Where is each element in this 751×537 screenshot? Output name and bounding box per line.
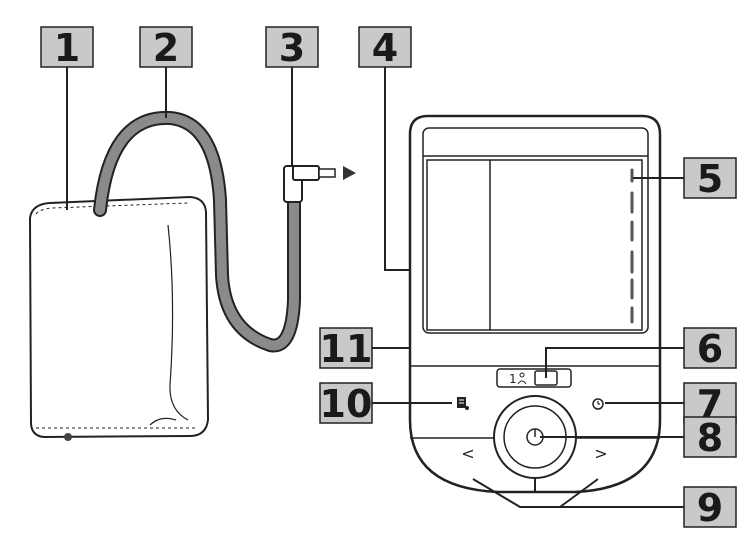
callout-4: 4 <box>358 26 412 70</box>
cuff-clip <box>64 433 72 441</box>
monitor-body: 1 ⏻ < > <box>408 114 662 494</box>
cuff <box>28 195 210 441</box>
user-switch[interactable]: 1 <box>496 368 572 388</box>
callout-3-label: 3 <box>279 26 305 70</box>
air-connector-plug <box>283 165 356 203</box>
lcd-display <box>426 159 643 331</box>
callout-8: 8 <box>683 416 737 460</box>
callout-3: 3 <box>265 26 319 70</box>
callout-11: 11 <box>319 327 373 371</box>
callout-6-label: 6 <box>697 327 723 371</box>
leader-lines <box>66 67 684 508</box>
user-1-label: 1 <box>509 372 517 386</box>
callout-5: 5 <box>683 157 737 201</box>
callout-2-label: 2 <box>153 26 179 70</box>
callout-9-label: 9 <box>697 486 723 530</box>
previous-button[interactable]: < <box>461 444 474 463</box>
memory-icon[interactable] <box>457 397 469 410</box>
callout-9: 9 <box>683 486 737 530</box>
callout-5-label: 5 <box>697 157 723 201</box>
callout-2: 2 <box>139 26 193 70</box>
callout-6: 6 <box>683 327 737 371</box>
start-stop-button[interactable]: ⏻ <box>493 395 577 479</box>
callout-8-label: 8 <box>697 416 723 460</box>
callout-10-label: 10 <box>320 382 373 426</box>
callout-1: 1 <box>40 26 94 70</box>
clock-icon[interactable] <box>592 398 604 410</box>
callout-11-label: 11 <box>320 327 373 371</box>
air-tube <box>93 110 301 353</box>
callout-4-label: 4 <box>372 26 398 70</box>
next-button[interactable]: > <box>594 444 607 463</box>
callout-10: 10 <box>319 382 373 426</box>
callout-1-label: 1 <box>54 26 80 70</box>
